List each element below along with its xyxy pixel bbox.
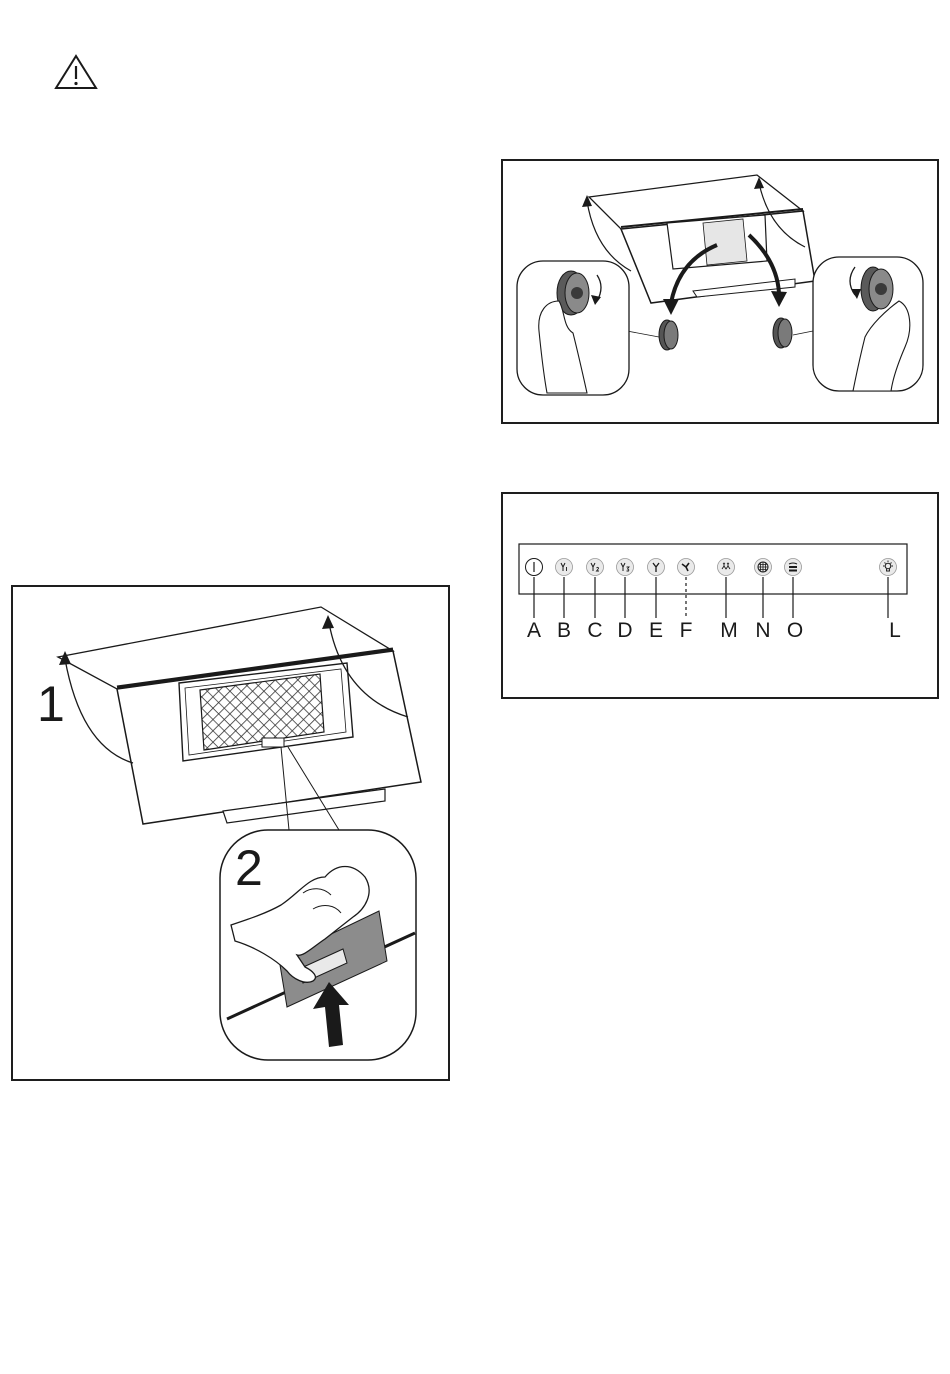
label-d: D [617, 620, 632, 641]
label-m: M [720, 620, 738, 641]
label-e: E [649, 620, 663, 641]
label-l: L [889, 620, 901, 641]
hood-body-illustration [13, 587, 448, 1079]
fan-boost-button[interactable] [646, 557, 666, 577]
fan-speed-1-button[interactable] [554, 557, 574, 577]
control-panel-strip [519, 544, 907, 594]
step-label-1: 1 [37, 679, 65, 729]
fan-speed-1-icon [554, 557, 574, 577]
power-icon [524, 557, 544, 577]
label-a: A [527, 620, 541, 641]
light-button[interactable] [878, 557, 898, 577]
grease-filter-icon [196, 668, 328, 758]
fan-speed-2-icon [585, 557, 605, 577]
fan-speed-3-icon [615, 557, 635, 577]
filter-removal-figure: 1 2 [11, 585, 450, 1081]
fan-speed-2-button[interactable] [585, 557, 605, 577]
clean-air-icon [716, 557, 736, 577]
power-button[interactable] [524, 557, 544, 577]
fan-auto-button[interactable] [676, 557, 696, 577]
label-b: B [557, 620, 571, 641]
fan-auto-icon [676, 557, 696, 577]
filter-grid-button[interactable] [753, 557, 773, 577]
carbon-filter-indicator-icon [783, 557, 803, 577]
label-c: C [587, 620, 602, 641]
carbon-filter-figure [501, 159, 939, 424]
label-f: F [680, 620, 693, 641]
fan-boost-icon [646, 557, 666, 577]
light-icon [878, 557, 898, 577]
carbon-filter-icon [659, 318, 792, 350]
step-label-2: 2 [235, 843, 263, 893]
filter-grid-icon [753, 557, 773, 577]
fan-speed-3-button[interactable] [615, 557, 635, 577]
clean-air-button[interactable] [716, 557, 736, 577]
control-panel-figure: A B C D E F M N O L [501, 492, 939, 699]
label-n: N [755, 620, 770, 641]
carbon-filter-indicator-button[interactable] [783, 557, 803, 577]
warning-triangle-icon [54, 54, 98, 90]
label-o: O [787, 620, 803, 641]
